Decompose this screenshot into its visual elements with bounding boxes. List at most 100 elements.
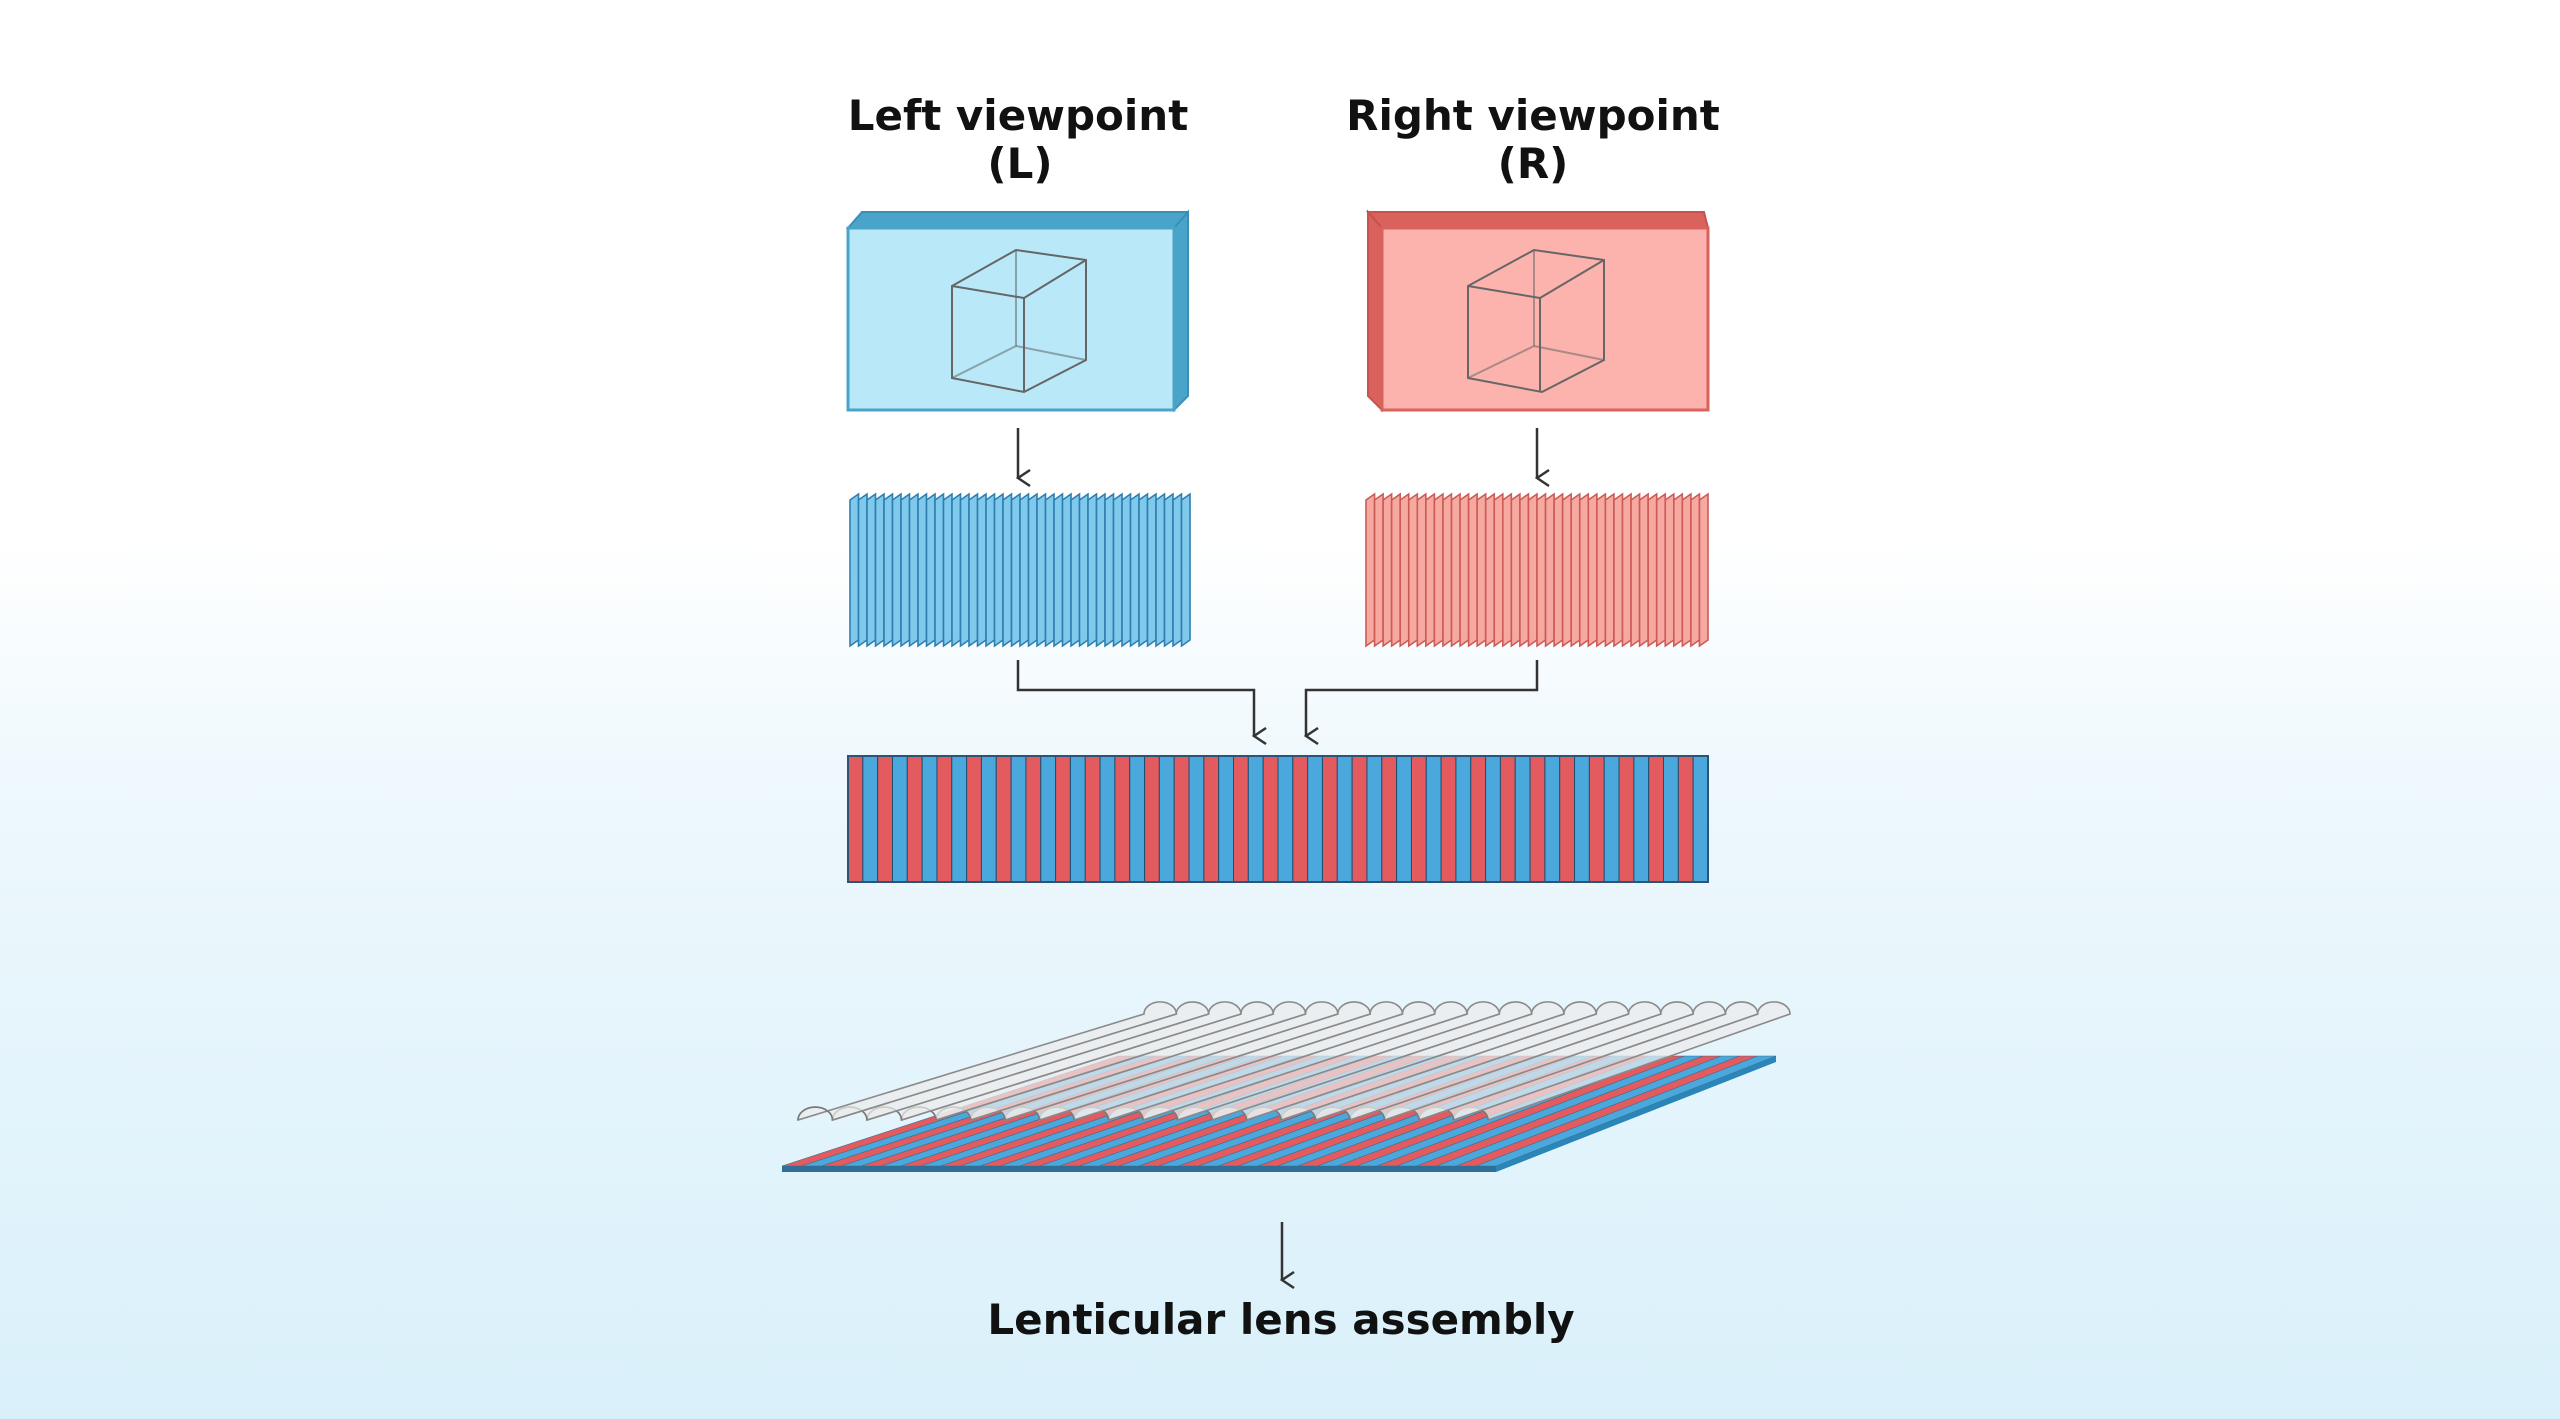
left-strip: [908, 492, 919, 648]
left-strip: [934, 492, 945, 648]
red-stripe: [1321, 755, 1338, 883]
right-strip: [1561, 492, 1572, 648]
left-strip: [1180, 492, 1191, 648]
left-strip: [1053, 492, 1064, 648]
blue-stripe: [1218, 755, 1235, 883]
lenticular-lens-array: [797, 1001, 1791, 1122]
red-stripe: [1559, 755, 1576, 883]
left-cube-icon: [951, 248, 1087, 394]
right-strip: [1690, 492, 1701, 648]
blue-stripe: [1485, 755, 1501, 883]
right-sliced-strips: [1365, 492, 1709, 648]
right-strip: [1604, 492, 1615, 648]
right-strip: [1425, 492, 1436, 648]
blue-stripe: [1544, 755, 1561, 883]
blue-stripe: [1692, 755, 1709, 883]
left-strip: [1112, 492, 1123, 648]
right-strip: [1365, 492, 1376, 648]
left-strip: [1155, 492, 1166, 648]
left-strip: [1002, 492, 1013, 648]
left-viewpoint-subtitle: (L): [987, 139, 1052, 188]
blue-stripe: [1396, 755, 1412, 883]
interleaved-border: [847, 755, 1709, 883]
left-strip: [883, 492, 894, 648]
blue-stripe: [980, 755, 997, 883]
blue-stripe: [862, 755, 879, 883]
left-image-panel: [845, 209, 1189, 413]
blue-stripe: [951, 755, 968, 883]
left-viewpoint-title: Left viewpoint: [848, 91, 1189, 140]
red-stripe: [1529, 755, 1546, 883]
right-strip: [1630, 492, 1641, 648]
blue-stripe: [1633, 755, 1650, 883]
left-strip: [993, 492, 1004, 648]
left-strip: [866, 492, 877, 648]
lens-front-arc: [797, 1106, 834, 1121]
left-merge-connector: [1016, 660, 1254, 736]
left-strip: [1070, 492, 1081, 648]
red-stripe: [966, 755, 982, 883]
right-merge-connector: [1306, 660, 1539, 736]
left-strip: [1010, 492, 1021, 648]
right-strip: [1373, 492, 1384, 648]
left-strip: [1044, 492, 1055, 648]
right-strip: [1621, 492, 1632, 648]
left-strip: [1138, 492, 1149, 648]
red-stripe: [1588, 755, 1605, 883]
left-strip: [1078, 492, 1089, 648]
red-stripe: [906, 755, 923, 883]
left-strip: [849, 492, 860, 648]
right-strip: [1673, 492, 1684, 648]
blue-stripe: [1574, 755, 1590, 883]
red-stripe: [1648, 755, 1665, 883]
left-strip: [900, 492, 911, 648]
right-strip: [1596, 492, 1607, 648]
left-strip: [942, 492, 953, 648]
blue-stripe: [1158, 755, 1175, 883]
blue-stripe: [1514, 755, 1531, 883]
left-strip: [917, 492, 928, 648]
blue-stripe: [1603, 755, 1620, 883]
blue-stripe: [1336, 755, 1353, 883]
lenticular-lens-assembly-label: Lenticular lens assembly: [987, 1295, 1574, 1344]
red-stripe: [1440, 755, 1457, 883]
left-strip: [1104, 492, 1115, 648]
left-strip: [1163, 492, 1174, 648]
right-strip: [1544, 492, 1555, 648]
right-strip: [1390, 492, 1401, 648]
right-strip: [1476, 492, 1487, 648]
right-strip: [1493, 492, 1504, 648]
right-strip: [1587, 492, 1598, 648]
red-stripe: [877, 755, 893, 883]
blue-stripe: [1010, 755, 1027, 883]
left-strip: [1146, 492, 1157, 648]
right-strip: [1502, 492, 1513, 648]
red-stripe: [847, 755, 864, 883]
left-strip: [951, 492, 962, 648]
red-stripe: [1055, 755, 1071, 883]
right-strip: [1664, 492, 1675, 648]
right-strip: [1647, 492, 1658, 648]
left-strip: [874, 492, 885, 648]
right-strip: [1527, 492, 1538, 648]
blue-stripe: [1425, 755, 1442, 883]
blue-stripe: [1366, 755, 1383, 883]
right-strip: [1467, 492, 1478, 648]
red-stripe: [1144, 755, 1160, 883]
red-stripe: [1677, 755, 1694, 883]
blue-stripe: [1188, 755, 1205, 883]
red-stripe: [1618, 755, 1635, 883]
red-stripe: [1351, 755, 1368, 883]
right-strip: [1536, 492, 1547, 648]
red-stripe: [1025, 755, 1042, 883]
left-strip: [985, 492, 996, 648]
right-viewpoint-title: Right viewpoint: [1346, 91, 1720, 140]
right-strip: [1416, 492, 1427, 648]
base-front-edge: [782, 1166, 1496, 1172]
right-strip: [1382, 492, 1393, 648]
red-stripe: [1381, 755, 1398, 883]
right-viewpoint-subtitle: (R): [1498, 139, 1569, 188]
right-strip: [1578, 492, 1590, 648]
blue-stripe: [1277, 755, 1294, 883]
